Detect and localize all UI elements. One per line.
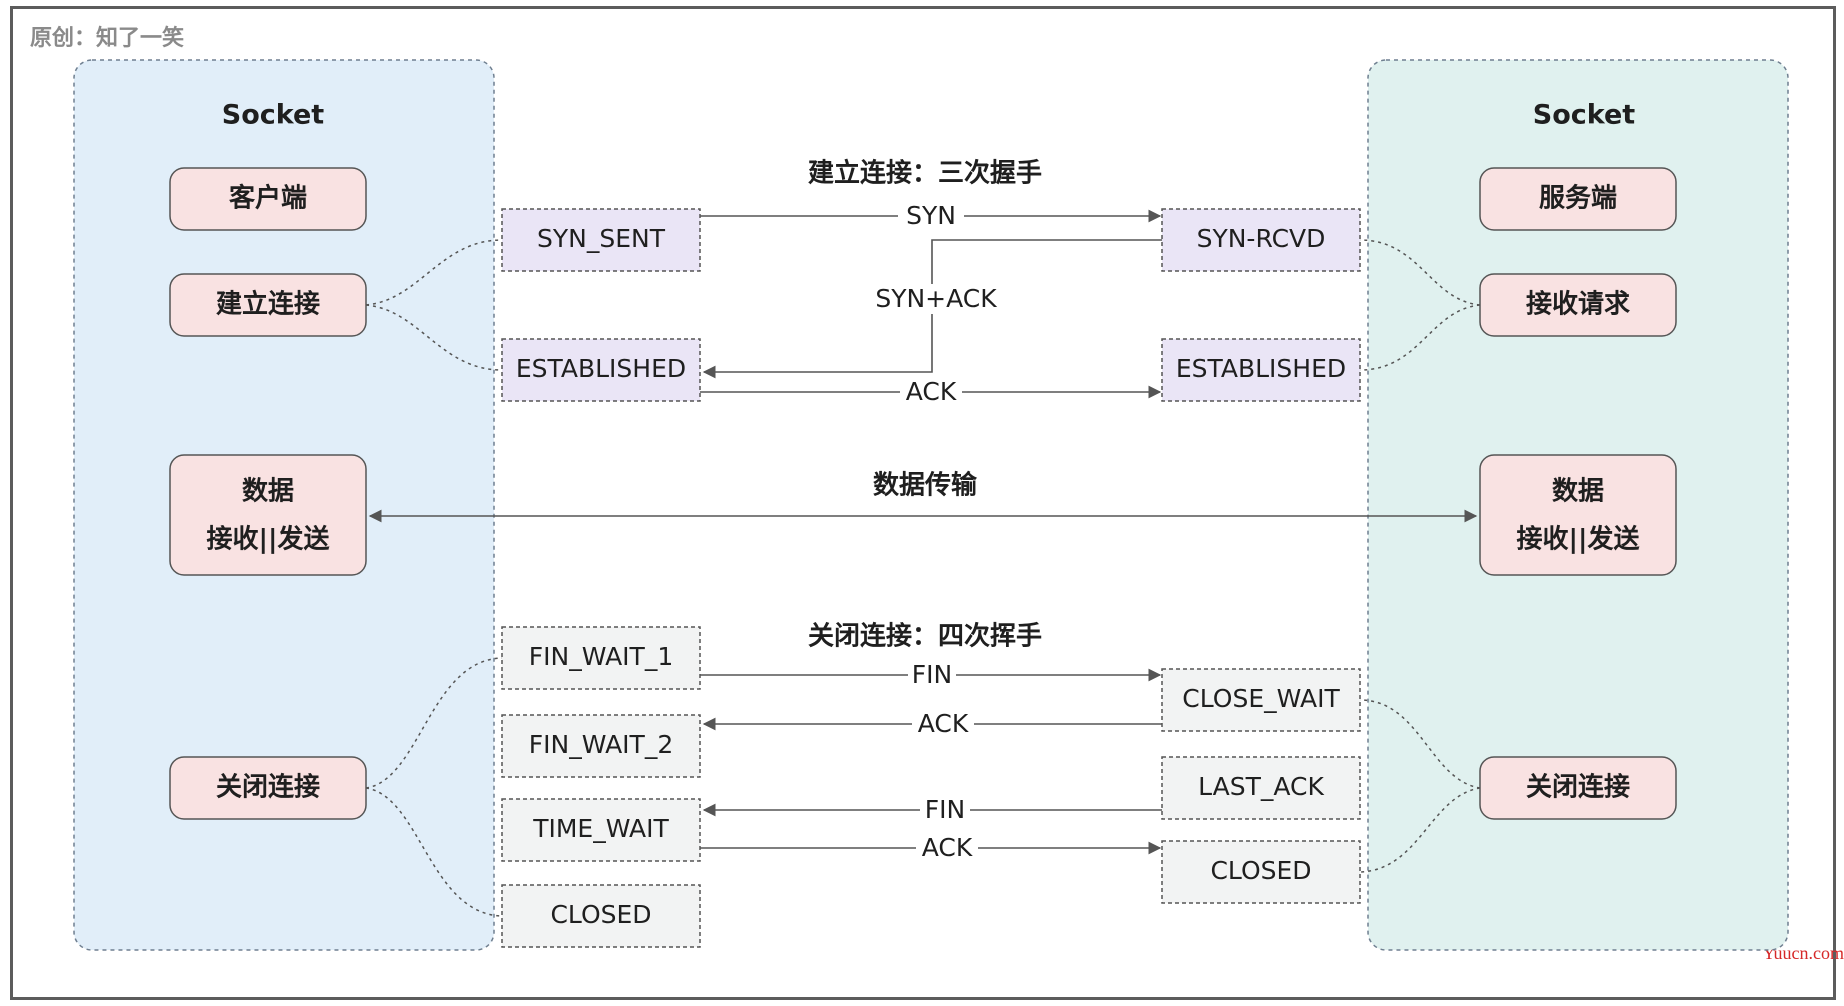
client-state-fin-wait-1-box xyxy=(501,626,701,690)
client-state-fin-wait-1: FIN_WAIT_1 xyxy=(529,642,673,671)
state-connectors xyxy=(365,239,1481,917)
client-data-label-1: 数据 xyxy=(242,477,294,507)
connector-server-established xyxy=(1359,304,1481,371)
client-state-closed-box xyxy=(501,884,701,948)
client-socket-title: Socket xyxy=(222,100,325,131)
message-syn-ack: SYN+ACK xyxy=(875,284,997,313)
server-state-close-wait-box xyxy=(1161,668,1361,732)
server-state-close-wait: CLOSE_WAIT xyxy=(1182,684,1340,713)
client-state-time-wait: TIME_WAIT xyxy=(532,814,669,843)
message-ack: ACK xyxy=(906,377,957,406)
connector-client-finwait1 xyxy=(365,657,503,789)
server-close-label: 关闭连接 xyxy=(1526,773,1630,803)
server-state-syn-rcvd: SYN-RCVD xyxy=(1197,224,1326,253)
client-state-syn-sent: SYN_SENT xyxy=(537,224,666,253)
client-state-closed: CLOSED xyxy=(550,900,651,929)
message-ack-1: ACK xyxy=(918,709,969,738)
client-state-syn-sent-box xyxy=(501,208,701,272)
client-role-box xyxy=(169,167,367,231)
fin2-label-bg xyxy=(920,796,970,824)
transfer-title: 数据传输 xyxy=(873,470,978,501)
message-ack-2: ACK xyxy=(922,833,973,862)
fin1-label-bg xyxy=(908,661,956,689)
server-role-box xyxy=(1479,167,1677,231)
server-role-label: 服务端 xyxy=(1539,184,1617,214)
server-state-established-box xyxy=(1161,338,1361,402)
message-fin-1: FIN xyxy=(912,660,952,689)
message-fin-2: FIN xyxy=(925,795,965,824)
client-connect-label: 建立连接 xyxy=(216,289,320,320)
client-data-box xyxy=(169,454,367,576)
ack1-label-bg xyxy=(912,710,974,738)
client-state-time-wait-box xyxy=(501,798,701,862)
server-close-box xyxy=(1479,756,1677,820)
client-role-label: 客户端 xyxy=(229,183,307,214)
server-socket-title: Socket xyxy=(1533,100,1636,131)
client-connect-box xyxy=(169,273,367,337)
server-accept-label: 接收请求 xyxy=(1526,290,1630,320)
watermark: Yuucn.com xyxy=(1762,943,1844,963)
handshake-title: 建立连接：三次握手 xyxy=(808,158,1042,189)
author-caption: 原创：知了一笑 xyxy=(30,26,185,51)
server-state-established: ESTABLISHED xyxy=(1176,354,1346,383)
server-state-last-ack-box xyxy=(1161,756,1361,820)
client-close-box xyxy=(169,756,367,820)
client-state-fin-wait-2: FIN_WAIT_2 xyxy=(529,730,673,759)
connector-client-closed xyxy=(365,787,503,917)
server-state-closed: CLOSED xyxy=(1210,856,1311,885)
server-accept-box xyxy=(1479,273,1677,337)
connector-client-established xyxy=(365,304,503,371)
ack-label-bg xyxy=(900,378,962,406)
server-data-box xyxy=(1479,454,1677,576)
server-state-last-ack: LAST_ACK xyxy=(1198,772,1324,801)
client-state-established: ESTABLISHED xyxy=(516,354,686,383)
client-data-label-2: 接收||发送 xyxy=(207,524,330,555)
client-state-fin-wait-2-box xyxy=(501,714,701,778)
syn-ack-label-bg xyxy=(868,284,1004,314)
connector-server-closewait xyxy=(1359,699,1481,789)
server-state-syn-rcvd-box xyxy=(1161,208,1361,272)
server-data-label-2: 接收||发送 xyxy=(1517,524,1640,555)
server-data-label-1: 数据 xyxy=(1552,477,1604,507)
message-syn: SYN xyxy=(906,201,956,230)
syn-label-bg xyxy=(898,202,964,230)
client-close-label: 关闭连接 xyxy=(216,773,320,803)
server-state-closed-box xyxy=(1161,840,1361,904)
connector-server-synrcvd xyxy=(1359,239,1481,306)
teardown-title: 关闭连接：四次挥手 xyxy=(808,622,1042,652)
client-state-established-box xyxy=(501,338,701,402)
ack2-label-bg xyxy=(916,834,978,862)
connector-client-synsent xyxy=(365,239,503,306)
